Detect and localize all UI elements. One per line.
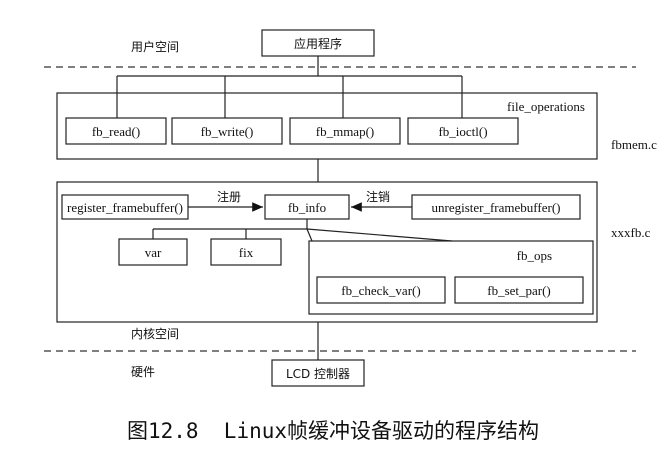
xxxfb-box <box>56 181 598 323</box>
fb-info-label: fb_info <box>288 200 326 215</box>
var-box <box>118 238 188 266</box>
file-operations-label: file_operations <box>507 99 585 114</box>
register-label: register_framebuffer() <box>67 200 183 215</box>
lcd-label: LCD 控制器 <box>286 367 350 381</box>
fb-ops-label: fb_ops <box>517 248 552 263</box>
fix-label: fix <box>239 245 254 260</box>
fb-ops-box <box>308 240 594 315</box>
check-var-label: fb_check_var() <box>341 283 420 298</box>
unregister-label: unregister_framebuffer() <box>432 200 561 215</box>
fb-ops-link-right <box>306 228 453 242</box>
figure-caption: 图12.8 Linux帧缓冲设备驱动的程序结构 <box>127 419 539 443</box>
user-space-label: 用户空间 <box>131 39 179 54</box>
fbmem-label: fbmem.c <box>611 137 657 152</box>
register-arrow-label: 注册 <box>217 189 241 204</box>
fb-ioctl-label: fb_ioctl() <box>438 124 487 139</box>
fb-write-label: fb_write() <box>201 124 254 139</box>
hardware-label: 硬件 <box>131 365 155 379</box>
lcd-box <box>271 359 365 387</box>
file-operations-box <box>56 92 598 160</box>
fb-mmap-label: fb_mmap() <box>316 124 374 139</box>
check-var-box <box>316 276 446 304</box>
fb-info-box <box>264 194 350 220</box>
fb-ops-link-left <box>306 228 313 242</box>
var-label: var <box>145 245 162 260</box>
fb-read-label: fb_read() <box>92 124 140 139</box>
unregister-arrow-label: 注销 <box>366 189 390 204</box>
register-box <box>61 194 189 220</box>
set-par-label: fb_set_par() <box>487 283 551 298</box>
app-label: 应用程序 <box>294 36 342 51</box>
fb-read-box <box>65 117 167 145</box>
xxxfb-label: xxxfb.c <box>611 225 651 240</box>
unregister-box <box>411 194 581 220</box>
fb-mmap-box <box>289 117 401 145</box>
set-par-box <box>454 276 584 304</box>
fb-ioctl-box <box>407 117 519 145</box>
app-box <box>261 29 375 57</box>
fb-write-box <box>171 117 283 145</box>
kernel-space-label: 内核空间 <box>131 327 179 341</box>
fix-box <box>210 238 282 266</box>
